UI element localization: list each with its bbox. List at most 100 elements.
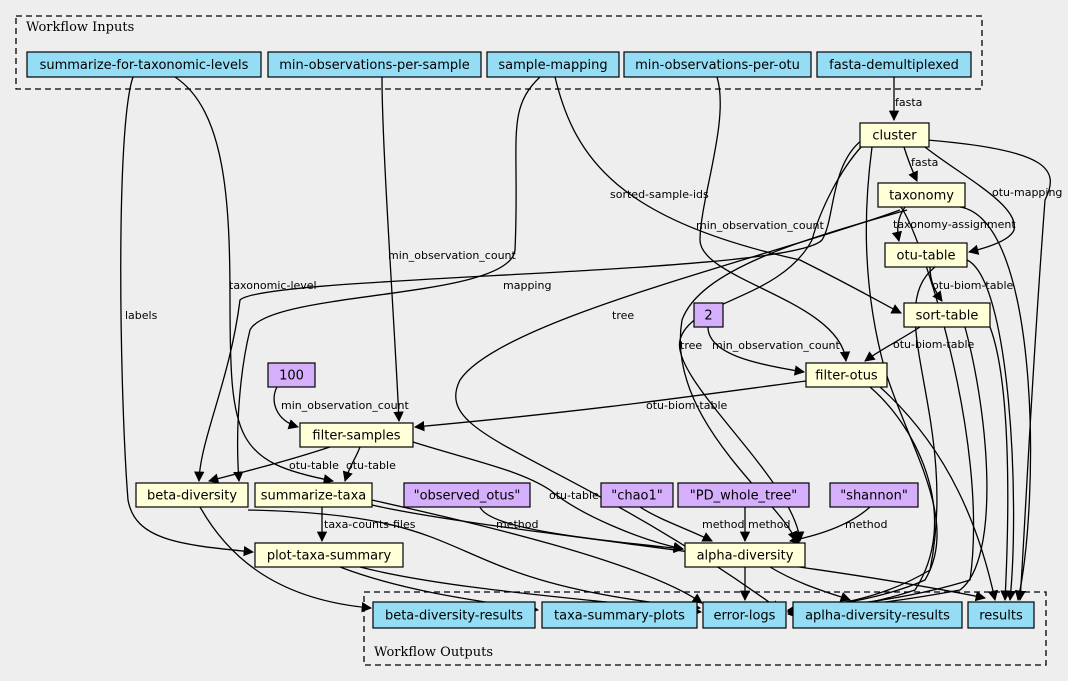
edge-label: method — [496, 518, 538, 531]
edge-cluster-to-error-logs — [786, 146, 938, 615]
node-box — [403, 482, 531, 508]
node-label: filter-otus — [815, 369, 878, 384]
edge-line — [769, 566, 851, 602]
edge-line — [707, 326, 806, 376]
node-label: beta-diversity-results — [385, 609, 523, 624]
edge-line — [554, 76, 902, 314]
edge-label: method — [748, 518, 790, 531]
edge-shannon-to-alpha-diversity — [788, 506, 871, 545]
node-box — [829, 482, 919, 508]
node-label: error-logs — [714, 609, 776, 624]
node-error-logs[interactable]: error-logs — [702, 601, 787, 629]
edge-sort-table-to-results — [989, 326, 1011, 602]
edge-label: otu-table — [346, 459, 396, 472]
edge-line — [479, 506, 685, 554]
node-sample-mapping[interactable]: sample-mapping — [486, 51, 620, 78]
edge-label: min_observation_count — [388, 249, 517, 262]
node-label: cluster — [872, 129, 917, 144]
node-label: plot-taxa-summary — [267, 549, 392, 564]
node-summarize-for-taxonomic-levels[interactable]: summarize-for-taxonomic-levels — [26, 51, 262, 78]
node-min-observations-per-otu[interactable]: min-observations-per-otu — [623, 51, 812, 78]
node-beta-diversity[interactable]: beta-diversity — [135, 482, 249, 508]
edge-label: otu-biom-table — [932, 279, 1014, 292]
edge-cluster-to-otu-table — [924, 146, 1015, 255]
node-box — [254, 482, 373, 508]
node-chao1[interactable]: "chao1" — [600, 482, 674, 508]
node-label: results — [979, 609, 1023, 624]
cluster-outputs-border — [363, 591, 1047, 666]
edge-const-100-to-filter-samples — [273, 386, 299, 430]
edge-label: otu-mapping — [992, 186, 1062, 199]
edge-label: method — [845, 518, 887, 531]
edge-cluster-to-results — [926, 139, 1051, 602]
edge-line — [966, 259, 1017, 602]
node-box — [541, 601, 698, 629]
edge-line — [194, 139, 863, 483]
edge-label: otu-biom-table — [893, 338, 975, 351]
node-label: taxa-summary-plots — [554, 609, 685, 624]
edge-summarize-for-taxonomic-levels-to-summarize-taxa — [174, 76, 335, 485]
node-label: beta-diversity — [147, 489, 237, 504]
edge-sample-mapping-to-beta-diversity — [233, 76, 541, 483]
node-otu-table[interactable]: otu-table — [884, 242, 968, 268]
edge-line — [412, 441, 685, 553]
edge-line — [247, 509, 702, 613]
edge-sample-mapping-to-sort-table — [554, 76, 902, 314]
cluster-outputs-label: Workflow Outputs — [374, 645, 493, 660]
edge-otu-table-to-results — [966, 259, 1017, 602]
node-box — [877, 182, 966, 208]
node-aplha-diversity-results[interactable]: aplha-diversity-results — [792, 601, 963, 629]
node-pd-whole-tree[interactable]: "PD_whole_tree" — [677, 482, 810, 508]
node-fasta-demultiplexed[interactable]: fasta-demultiplexed — [816, 51, 972, 78]
edge-label: method — [702, 518, 744, 531]
node-box — [677, 482, 810, 508]
node-summarize-taxa[interactable]: summarize-taxa — [254, 482, 373, 508]
node-const-2[interactable]: 2 — [693, 302, 724, 328]
node-sort-table[interactable]: sort-table — [903, 302, 991, 328]
node-alpha-diversity[interactable]: alpha-diversity — [684, 542, 806, 568]
node-taxonomy[interactable]: taxonomy — [877, 182, 966, 208]
edge-filter-samples-to-summarize-taxa — [342, 446, 361, 482]
node-label: otu-table — [897, 249, 956, 264]
node-results[interactable]: results — [967, 601, 1035, 629]
node-box — [267, 51, 482, 78]
node-box — [702, 601, 787, 629]
edge-line — [120, 76, 255, 557]
node-beta-diversity-results[interactable]: beta-diversity-results — [372, 601, 536, 629]
edge-filter-otus-to-results — [879, 386, 999, 602]
node-box — [600, 482, 674, 508]
node-label: 100 — [279, 369, 304, 384]
node-shannon[interactable]: "shannon" — [829, 482, 919, 508]
node-box — [254, 542, 404, 568]
edge-summarize-taxa-to-error-logs — [371, 499, 703, 604]
node-plot-taxa-summary[interactable]: plot-taxa-summary — [254, 542, 404, 568]
edge-label: taxa-counts-files — [324, 518, 416, 531]
node-box — [903, 302, 991, 328]
edge-label: taxonomic-level — [229, 279, 317, 292]
node-const-100[interactable]: 100 — [267, 362, 316, 388]
edge-line — [233, 76, 541, 483]
edge-label: taxonomy-assignment — [893, 218, 1016, 231]
node-min-observations-per-sample[interactable]: min-observations-per-sample — [267, 51, 482, 78]
node-taxa-summary-plots[interactable]: taxa-summary-plots — [541, 601, 698, 629]
node-cluster[interactable]: cluster — [859, 122, 930, 148]
edge-line — [989, 326, 1011, 602]
node-label: aplha-diversity-results — [805, 609, 950, 624]
cluster-inputs-border — [15, 15, 983, 90]
node-box — [859, 122, 930, 148]
edge-line — [273, 386, 299, 430]
edge-otu-table-to-sort-table — [929, 266, 943, 302]
edge-summarize-for-taxonomic-levels-to-plot-taxa-summary — [120, 76, 255, 557]
edge-line — [199, 506, 373, 613]
node-box — [792, 601, 963, 629]
node-filter-otus[interactable]: filter-otus — [805, 362, 888, 388]
node-observed-otus[interactable]: "observed_otus" — [403, 482, 531, 508]
edge-beta-diversity-to-error-logs — [247, 509, 702, 613]
edge-line — [786, 146, 938, 615]
node-filter-samples[interactable]: filter-samples — [299, 422, 414, 448]
edge-line — [959, 206, 1032, 602]
node-box — [805, 362, 888, 388]
edge-label: otu-table — [549, 489, 599, 502]
